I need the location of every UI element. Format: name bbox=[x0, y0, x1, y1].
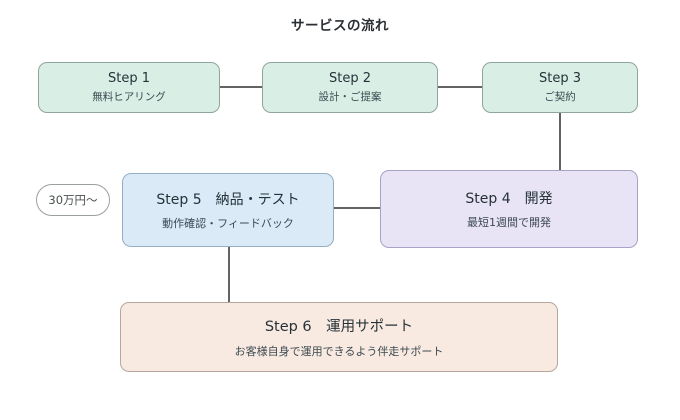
price-badge: 30万円〜 bbox=[36, 184, 110, 216]
diagram-title: サービスの流れ bbox=[291, 18, 389, 34]
connector-step3-step4 bbox=[559, 113, 561, 170]
node-step4-subtitle: 最短1週間で開発 bbox=[467, 216, 551, 229]
node-step4-title: Step 4 開発 bbox=[465, 191, 553, 207]
node-step3-title: Step 3 bbox=[538, 71, 581, 86]
connector-step5-step6 bbox=[228, 247, 230, 302]
node-step4: Step 4 開発 最短1週間で開発 bbox=[380, 170, 638, 248]
connector-step2-step3 bbox=[438, 86, 482, 88]
node-step2-subtitle: 設計・ご提案 bbox=[318, 91, 382, 103]
node-step5-title: Step 5 納品・テスト bbox=[156, 192, 300, 208]
node-step1-title: Step 1 bbox=[107, 71, 150, 86]
node-step5-subtitle: 動作確認・フィードバック bbox=[162, 217, 294, 230]
node-step5: Step 5 納品・テスト 動作確認・フィードバック bbox=[122, 173, 334, 247]
node-step6: Step 6 運用サポート お客様自身で運用できるよう伴走サポート bbox=[120, 302, 558, 372]
node-step2: Step 2 設計・ご提案 bbox=[262, 62, 438, 113]
connector-step1-step2 bbox=[220, 86, 262, 88]
node-step6-subtitle: お客様自身で運用できるよう伴走サポート bbox=[234, 345, 444, 358]
node-step3: Step 3 ご契約 bbox=[482, 62, 638, 113]
node-step1: Step 1 無料ヒアリング bbox=[38, 62, 220, 113]
connector-step5-step4 bbox=[334, 207, 380, 209]
node-step2-title: Step 2 bbox=[328, 71, 371, 86]
node-step3-subtitle: ご契約 bbox=[544, 91, 576, 103]
node-step6-title: Step 6 運用サポート bbox=[264, 319, 414, 335]
node-step1-subtitle: 無料ヒアリング bbox=[92, 91, 166, 103]
